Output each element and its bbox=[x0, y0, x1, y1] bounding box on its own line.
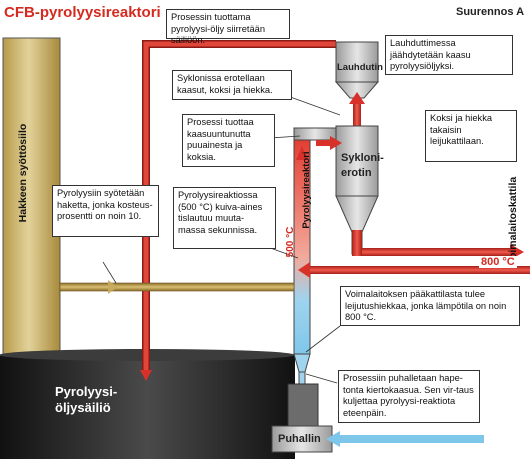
reactor-temp-label: 500 °C bbox=[285, 226, 296, 258]
condenser bbox=[335, 41, 379, 83]
condenser-arrowhead bbox=[349, 92, 365, 104]
sand-arrowhead bbox=[298, 262, 310, 278]
cyclone bbox=[335, 125, 379, 197]
callout-cyclone: Syklonissa erotellaan kaasut, koksi ja h… bbox=[172, 70, 292, 100]
zoom-label: Suurennos A bbox=[456, 6, 525, 18]
condenser-label: Lauhdutin bbox=[337, 62, 383, 73]
sand-temp-label: 800 °C bbox=[479, 256, 517, 268]
callout-coke-return: Koksi ja hiekka takaisin leijukattilaan. bbox=[425, 110, 517, 162]
oil-arrowhead bbox=[140, 370, 152, 381]
callout-gas-product: Prosessi tuottaa kaasuuntunutta puuaines… bbox=[182, 114, 275, 167]
callout-oil-transfer: Prosessin tuottama pyrolyysi-öljy siirre… bbox=[166, 9, 290, 45]
riser-arrowhead bbox=[296, 146, 308, 160]
callout-condenser: Lauhduttimessa jäähdytetään kaasu pyroly… bbox=[385, 35, 513, 75]
feed-silo bbox=[2, 37, 61, 411]
callout-feed: Pyrolyysiin syötetään haketta, jonka kos… bbox=[52, 185, 159, 237]
callout-reactor: Pyrolyysireaktiossa (500 °C) kuiva-aines… bbox=[173, 187, 276, 249]
feed-pipe bbox=[59, 282, 295, 292]
sand-pipe bbox=[310, 266, 530, 274]
oil-tank bbox=[0, 355, 295, 459]
callout-air: Prosessiin puhalletaan hape-tonta kierto… bbox=[338, 370, 480, 423]
silo-label: Hakkeen syöttösiilo bbox=[17, 123, 29, 223]
tank-label-line2: öljysäiliö bbox=[55, 400, 111, 415]
diagram-title: CFB-pyrolyysireaktori bbox=[4, 4, 161, 21]
blower-label: Puhallin bbox=[278, 433, 321, 445]
blower bbox=[287, 383, 319, 427]
reactor-label: Pyrolyysireaktori bbox=[301, 151, 312, 229]
cyclone-label-line2: erotin bbox=[341, 167, 372, 179]
callout-sand: Voimalaitoksen pääkattilasta tulee leiju… bbox=[340, 286, 520, 326]
tank-label-line1: Pyrolyysi- bbox=[55, 384, 118, 399]
cyclone-label-line1: Sykloni- bbox=[341, 152, 384, 164]
air-arrowhead bbox=[326, 431, 340, 447]
